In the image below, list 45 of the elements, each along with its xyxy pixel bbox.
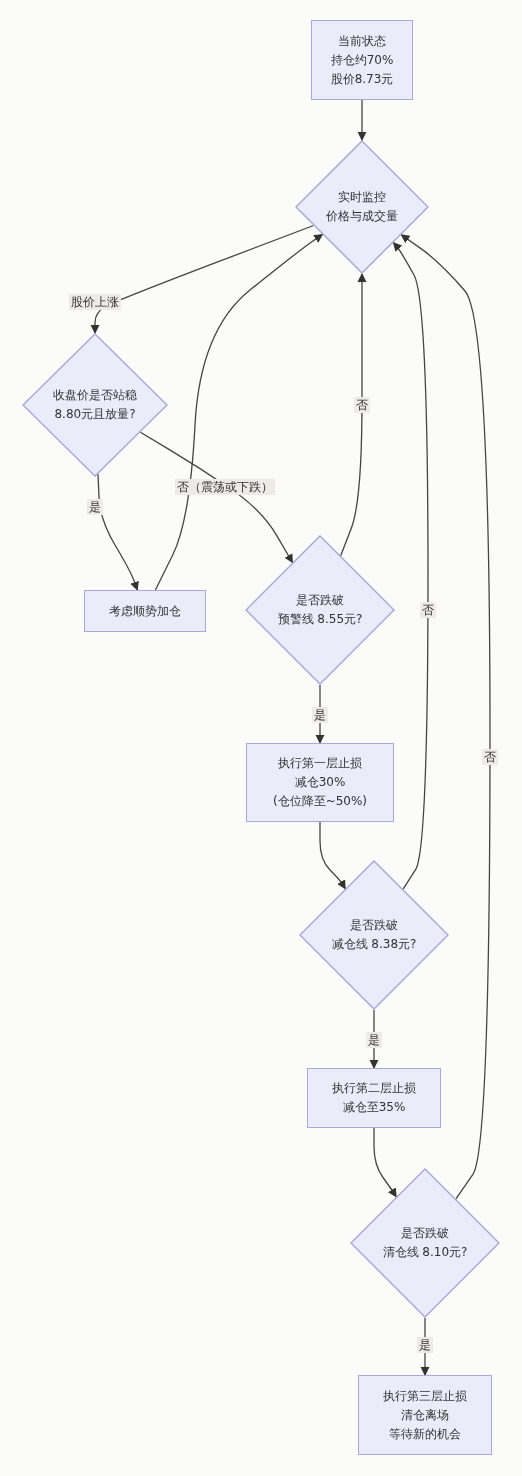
node-text: 清仓线 8.10元? [382, 1244, 468, 1261]
node-text: (仓位降至~50%) [272, 793, 368, 810]
arrow [357, 99, 367, 141]
node-text: 是否跌破 [401, 1225, 449, 1242]
node-text: 执行第一层止损 [278, 755, 362, 772]
node-text: 8.80元且放量? [54, 406, 136, 423]
node-text: 价格与成交量 [326, 208, 398, 225]
node-text: 减仓至35% [342, 1099, 406, 1116]
edge-label: 否 [354, 397, 370, 413]
node-text: 执行第二层止损 [332, 1080, 416, 1097]
arrow [340, 273, 367, 557]
edge-label: 是 [87, 499, 103, 515]
edge-label: 股价上涨 [69, 294, 121, 310]
arrow [373, 1127, 397, 1198]
process-box [311, 20, 413, 100]
node-text: 预警线 8.55元? [277, 611, 363, 628]
process-box [84, 590, 206, 632]
node-text: 清仓离场 [401, 1406, 449, 1424]
node-text: 是否跌破 [296, 592, 344, 609]
node-text: 减仓线 8.38元? [331, 936, 417, 953]
arrow [154, 233, 324, 591]
arrow [400, 234, 491, 1200]
edge-label: 是 [417, 1337, 433, 1353]
node-text: 持仓约70% [330, 51, 394, 69]
node-text: 股价8.73元 [330, 70, 394, 88]
node-text: 执行第三层止损 [383, 1387, 467, 1405]
node-text: 减仓30% [294, 774, 346, 791]
node-text: 考虑顺势加仓 [109, 602, 181, 620]
node-text: 是否跌破 [350, 917, 398, 934]
edge-label: 是 [366, 1032, 382, 1048]
edge-label: 否 [482, 749, 498, 765]
edge-label: 是 [312, 707, 328, 723]
node-text: 实时监控 [338, 189, 386, 206]
arrow [319, 821, 346, 890]
arrow [90, 224, 315, 334]
arrow [97, 473, 139, 591]
node-text: 等待新的机会 [389, 1425, 461, 1443]
process-box [307, 1068, 441, 1128]
node-text: 收盘价是否站稳 [53, 387, 137, 404]
node-text: 当前状态 [338, 32, 386, 50]
edge-label: 否（震荡或下跌） [175, 479, 275, 495]
edge-label: 否 [420, 602, 436, 618]
process-box [246, 743, 394, 822]
process-box [358, 1375, 492, 1455]
arrow [392, 241, 429, 890]
